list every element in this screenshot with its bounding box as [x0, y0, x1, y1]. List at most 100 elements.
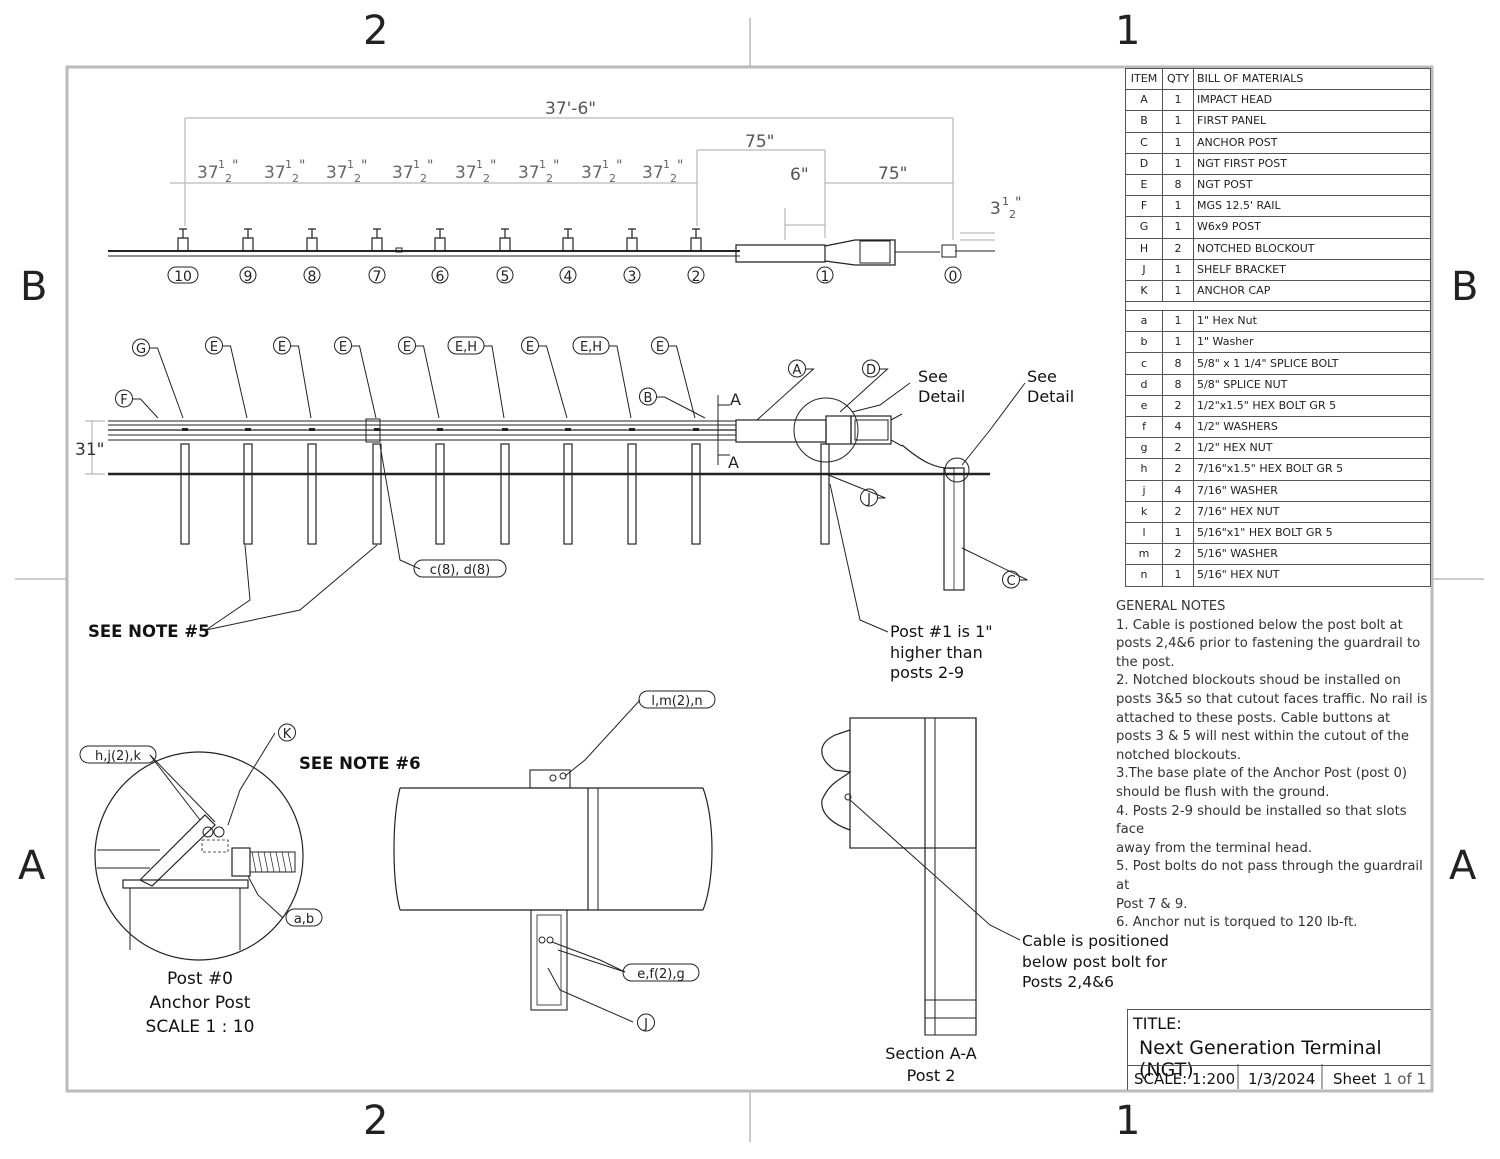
- detail-impact-head: [393, 699, 713, 1023]
- svg-text:2: 2: [1009, 208, 1016, 221]
- svg-text:37: 37: [518, 163, 540, 183]
- post-number-label: 3: [628, 269, 637, 285]
- plan-callout: A: [756, 359, 815, 421]
- bom-qty: 2: [1162, 500, 1194, 523]
- callout-lmn: l,m(2),n: [638, 690, 716, 709]
- svg-text:2: 2: [670, 172, 677, 185]
- post-number-label: 9: [244, 269, 253, 285]
- plan-callout: B: [639, 387, 706, 419]
- general-note-line: posts 3 & 5 will nest within the cutout …: [1116, 729, 1409, 745]
- cable-note: Cable is positioned below post bolt for …: [1022, 932, 1170, 991]
- bom-qty: 4: [1162, 479, 1194, 502]
- bom-qty: 8: [1162, 352, 1194, 375]
- bom-desc: 7/16"x1.5" HEX BOLT GR 5: [1193, 458, 1431, 481]
- plan-callout: E: [273, 336, 312, 419]
- plan-callout: E: [651, 336, 696, 419]
- plan-view: [85, 395, 990, 591]
- post-bolt: [182, 428, 188, 431]
- svg-text:h,j(2),k: h,j(2),k: [95, 749, 142, 764]
- post-number-badge: [496, 266, 514, 284]
- svg-text:2: 2: [225, 172, 232, 185]
- sheet-value: 1 of 1: [1383, 1070, 1427, 1088]
- bom-desc: 1/2"x1.5" HEX BOLT GR 5: [1193, 394, 1431, 418]
- bom-item: ITEM: [1125, 67, 1163, 91]
- post-number-badge: [368, 266, 386, 284]
- plan-callout: E,H: [447, 336, 505, 419]
- zone-marker-top-2: 2: [363, 8, 389, 54]
- svg-text:1: 1: [476, 158, 483, 171]
- post-number-label: 2: [692, 269, 701, 285]
- general-note-line: 1. Cable is postioned below the post bol…: [1116, 617, 1403, 633]
- plan-callout: F: [115, 389, 159, 419]
- post1-note: Post #1 is 1" higher than posts 2-9: [890, 622, 993, 682]
- svg-text:e,f(2),g: e,f(2),g: [637, 967, 685, 982]
- bom-item: c: [1125, 352, 1163, 375]
- bom-qty: 1: [1162, 110, 1194, 133]
- svg-text:K: K: [283, 727, 292, 742]
- zone-marker-bottom-1: 1: [1115, 1098, 1141, 1144]
- bom-desc: BILL OF MATERIALS: [1193, 67, 1431, 91]
- plan-callout: G: [132, 338, 184, 419]
- bom-desc: ANCHOR CAP: [1193, 279, 1431, 303]
- bom-item: g: [1125, 437, 1163, 460]
- bom-desc: FIRST PANEL: [1193, 110, 1431, 133]
- svg-text:2: 2: [420, 172, 427, 185]
- bom-qty: 1: [1162, 521, 1194, 545]
- bom-desc: 5/8" SPLICE NUT: [1193, 373, 1431, 396]
- section-a-a: [821, 717, 1021, 1036]
- general-note-line: should be flush with the ground.: [1116, 784, 1330, 800]
- post-bolt: [309, 428, 315, 431]
- elevation-post: [626, 228, 638, 251]
- post-number-badge: [559, 266, 577, 284]
- post-number-badge: [687, 266, 705, 284]
- section-mark-upper: A: [730, 390, 741, 409]
- see-detail-2: See Detail: [1027, 367, 1075, 406]
- post-number-badge: [239, 266, 257, 284]
- svg-text:a,b: a,b: [294, 912, 314, 927]
- see-note-6: SEE NOTE #6: [299, 754, 421, 773]
- svg-text:37: 37: [581, 163, 603, 183]
- post-bolt: [565, 428, 571, 431]
- callout-j: J: [637, 1013, 655, 1032]
- bom-qty: 8: [1162, 373, 1194, 396]
- bom-desc: W6x9 POST: [1193, 216, 1431, 239]
- bom-qty: 8: [1162, 173, 1194, 197]
- post-number-badge: [816, 266, 834, 284]
- bom-desc: NGT FIRST POST: [1193, 152, 1431, 175]
- plan-callout: J: [825, 473, 886, 507]
- post-bolt: [374, 428, 380, 431]
- post-number-label: 4: [564, 269, 573, 285]
- post-number-label: 6: [436, 269, 445, 285]
- plan-callout: E,H: [572, 336, 632, 419]
- bom-desc: 1" Hex Nut: [1193, 310, 1431, 333]
- elevation-post: [499, 228, 511, 251]
- post-bolt: [629, 428, 635, 431]
- svg-text:l,m(2),n: l,m(2),n: [651, 694, 702, 709]
- svg-text:": ": [427, 158, 433, 174]
- bom-desc: 5/16" HEX NUT: [1193, 564, 1431, 587]
- bom-qty: 1: [1162, 331, 1194, 354]
- bom-item: l: [1125, 521, 1163, 545]
- post0-caption: Post #0 Anchor Post SCALE 1 : 10: [145, 969, 255, 1037]
- svg-text:1: 1: [285, 158, 292, 171]
- general-note-line: 2. Notched blockouts shoud be installed …: [1116, 673, 1401, 689]
- general-note-line: notched blockouts.: [1116, 747, 1242, 763]
- bom-qty: 2: [1162, 437, 1194, 460]
- bom-qty: 1: [1162, 131, 1194, 154]
- bom-item: m: [1125, 543, 1163, 566]
- general-notes: GENERAL NOTES 1. Cable is postioned belo…: [1116, 598, 1434, 933]
- bom-desc: 1/2" HEX NUT: [1193, 437, 1431, 460]
- dim-6: 6": [790, 165, 809, 185]
- bom-desc: 5/16" WASHER: [1193, 543, 1431, 566]
- svg-text:37: 37: [455, 163, 477, 183]
- bom-desc: ANCHOR POST: [1193, 131, 1431, 154]
- plan-post: [563, 443, 573, 545]
